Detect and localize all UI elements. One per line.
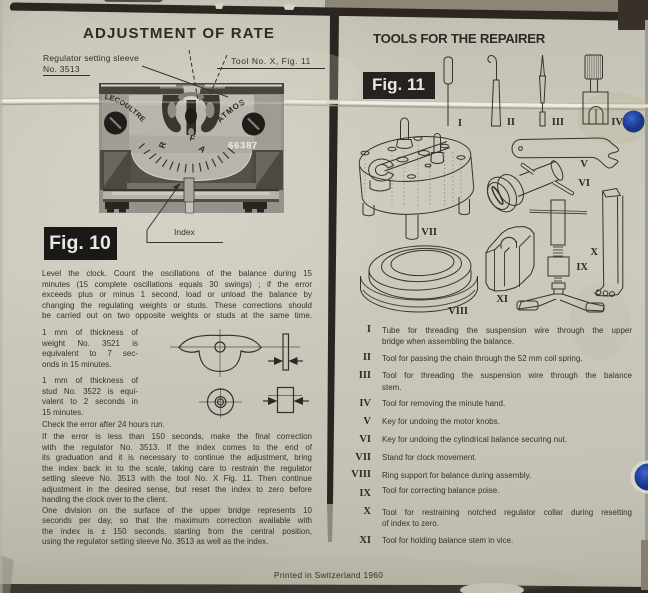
svg-text:66387: 66387: [228, 141, 258, 152]
svg-text:F: F: [189, 133, 196, 144]
svg-text:A: A: [197, 143, 208, 155]
svg-text:R: R: [157, 140, 168, 149]
